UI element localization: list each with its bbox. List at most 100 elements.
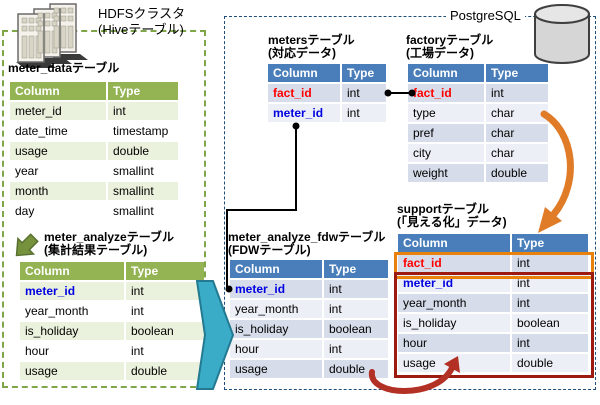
- hdfs-section-label: HDFSクラスタ (Hiveテーブル): [98, 6, 185, 38]
- column-type-cell: boolean: [324, 320, 388, 338]
- subtitle-text: (集計結果テーブル): [44, 243, 148, 257]
- column-header: Column: [230, 260, 322, 278]
- column-name-cell: usage: [20, 362, 124, 380]
- column-type-cell: int: [342, 104, 386, 122]
- column-name-cell: pref: [408, 124, 484, 142]
- title-text: metersテーブル: [268, 33, 355, 47]
- subtitle-text: (「見える化」データ): [397, 215, 507, 229]
- subtitle-text: (対応データ): [268, 46, 336, 60]
- column-name-cell: meter_id: [398, 274, 510, 292]
- meter-analyze-fdw-table-title: meter_analyze_fdwテーブル (FDWテーブル): [228, 231, 385, 257]
- column-type-cell: int: [126, 342, 204, 360]
- column-type-cell: int: [512, 294, 588, 312]
- title-text: supportテーブル: [397, 202, 489, 216]
- column-name-cell: city: [408, 144, 484, 162]
- subtitle-text: (工場データ): [406, 46, 474, 60]
- title-text: factoryテーブル: [406, 33, 494, 47]
- column-type-cell: int: [126, 302, 204, 320]
- column-name-cell: year_month: [398, 294, 510, 312]
- column-type-cell: int: [324, 340, 388, 358]
- column-name-cell: is_holiday: [398, 314, 510, 332]
- column-type-cell: int: [126, 282, 204, 300]
- column-name-cell: month: [10, 182, 106, 200]
- column-name-cell: meter_id: [20, 282, 124, 300]
- column-type-cell: int: [324, 300, 388, 318]
- title-text: meter_analyzeテーブル: [44, 230, 174, 244]
- column-type-cell: timestamp: [108, 122, 178, 140]
- hdfs-label-line1: HDFSクラスタ: [98, 6, 186, 21]
- column-name-cell: date_time: [10, 122, 106, 140]
- meters-table-title: metersテーブル (対応データ): [268, 34, 355, 60]
- column-name-cell: hour: [230, 340, 322, 358]
- column-name-cell: hour: [20, 342, 124, 360]
- column-name-cell: meter_id: [230, 280, 322, 298]
- postgresql-label: PostgreSQL: [446, 8, 525, 23]
- column-type-cell: smallint: [108, 162, 178, 180]
- title-text: meter_analyze_fdwテーブル: [228, 230, 386, 244]
- title-text: meter_dataテーブル: [8, 61, 120, 75]
- column-header: Type: [342, 64, 386, 82]
- column-name-cell: usage: [398, 354, 510, 372]
- column-header: Column: [268, 64, 340, 82]
- column-type-cell: int: [108, 102, 178, 120]
- column-type-cell: int: [512, 254, 588, 272]
- column-type-cell: double: [486, 164, 548, 182]
- column-type-cell: double: [126, 362, 204, 380]
- column-type-cell: double: [324, 360, 388, 378]
- database-cylinder-icon: [534, 4, 590, 64]
- column-name-cell: type: [408, 104, 484, 122]
- column-name-cell: fact_id: [398, 254, 510, 272]
- meter-data-table-title: meter_dataテーブル: [8, 62, 119, 75]
- column-name-cell: year_month: [230, 300, 322, 318]
- column-type-cell: int: [512, 334, 588, 352]
- column-header: Column: [20, 262, 124, 280]
- column-header: Type: [108, 82, 178, 100]
- hdfs-label-line2: (Hiveテーブル): [98, 22, 184, 37]
- column-name-cell: is_holiday: [230, 320, 322, 338]
- column-header: Type: [486, 64, 548, 82]
- column-header: Column: [398, 234, 510, 252]
- column-header: Type: [126, 262, 204, 280]
- column-type-cell: smallint: [108, 202, 178, 220]
- hdfs-cluster-icon: [16, 3, 88, 68]
- column-type-cell: char: [486, 124, 548, 142]
- column-name-cell: is_holiday: [20, 322, 124, 340]
- column-name-cell: year: [10, 162, 106, 180]
- column-header: Column: [408, 64, 484, 82]
- column-name-cell: fact_id: [408, 84, 484, 102]
- column-type-cell: char: [486, 104, 548, 122]
- column-type-cell: int: [486, 84, 548, 102]
